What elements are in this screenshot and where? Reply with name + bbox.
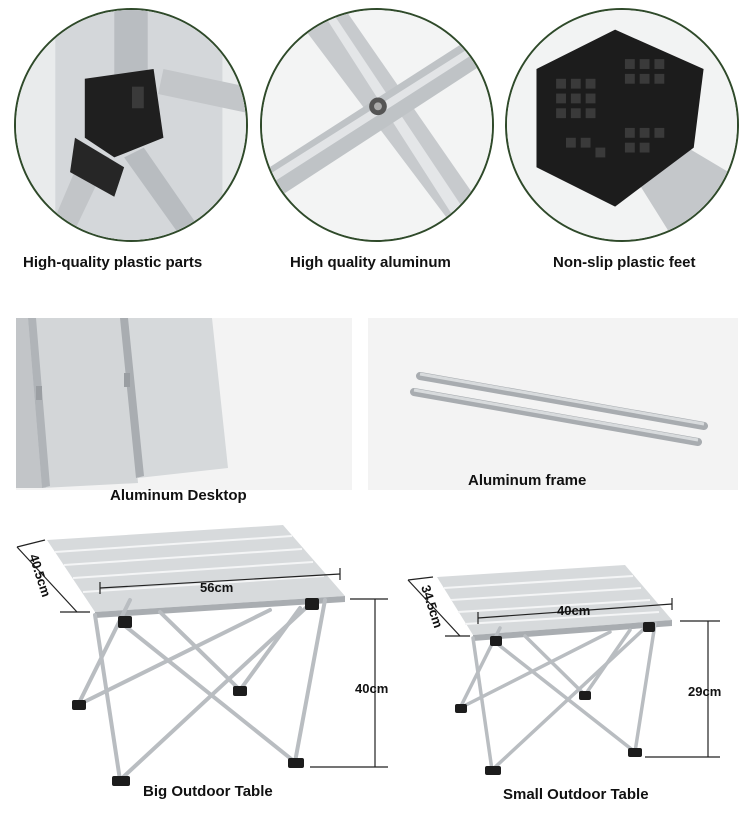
- big-table-label: Big Outdoor Table: [143, 783, 273, 800]
- frame-rods-image: [368, 318, 738, 490]
- feature-circle-plastic-parts: [14, 8, 248, 242]
- desktop-panel: [16, 318, 352, 490]
- feature-circle-aluminum: [260, 8, 494, 242]
- feature-circle-feet: [505, 8, 739, 242]
- desktop-slats-image: [16, 318, 352, 490]
- big-table-height: 40cm: [355, 681, 389, 696]
- small-table-width: 40cm: [557, 603, 591, 618]
- feature-caption: High-quality plastic parts: [23, 254, 203, 271]
- desktop-label: Aluminum Desktop: [110, 487, 247, 504]
- plastic-joint-icon: [16, 10, 246, 240]
- frame-label: Aluminum frame: [468, 472, 587, 489]
- frame-panel: [368, 318, 738, 490]
- big-table-width: 56cm: [200, 580, 234, 595]
- aluminum-cross-icon: [262, 10, 492, 240]
- feature-caption: High quality aluminum: [290, 254, 451, 271]
- feature-caption: Non-slip plastic feet: [553, 254, 696, 271]
- small-table-label: Small Outdoor Table: [503, 786, 649, 803]
- small-table-height: 29cm: [688, 684, 722, 699]
